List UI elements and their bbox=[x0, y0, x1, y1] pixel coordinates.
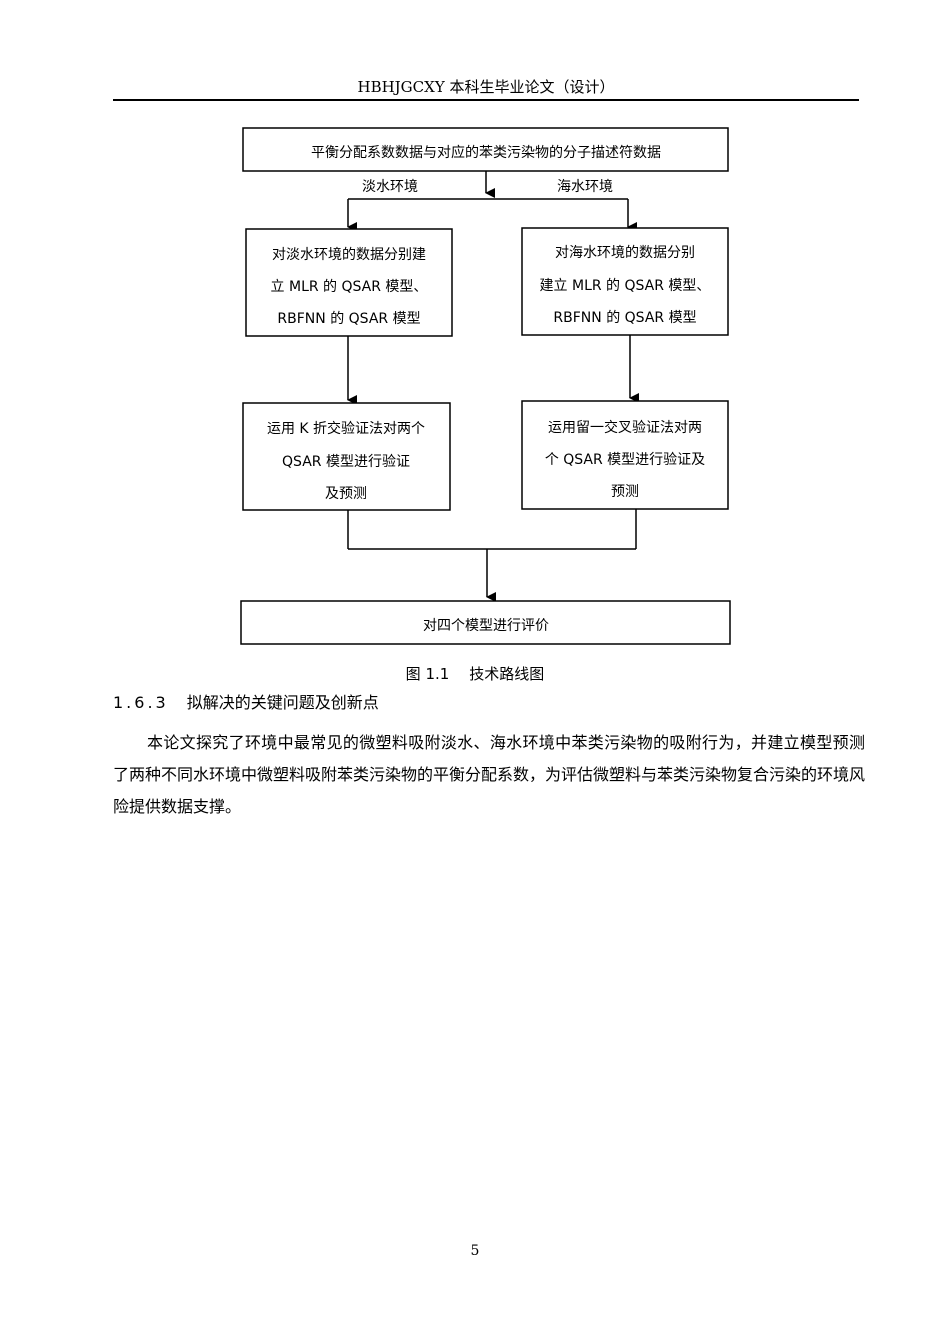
flow-box-loo-validation-line-2: 个 QSAR 模型进行验证及 bbox=[545, 452, 705, 468]
flow-box-loo-validation-line-3: 预测 bbox=[611, 484, 639, 500]
page-header: HBHJGCXY 本科生毕业论文（设计） bbox=[357, 78, 615, 96]
flow-box-seawater-models-line-1: 对海水环境的数据分别 bbox=[555, 245, 695, 261]
branch-label-freshwater: 淡水环境 bbox=[362, 179, 418, 195]
flow-box-freshwater-models-line-2: 立 MLR 的 QSAR 模型、 bbox=[271, 279, 428, 295]
section-heading: 1.6.3 拟解决的关键问题及创新点 bbox=[113, 689, 379, 713]
flow-box-freshwater-models-line-1: 对淡水环境的数据分别建 bbox=[272, 247, 426, 263]
figure-caption: 图 1.1 技术路线图 bbox=[0, 663, 950, 684]
flow-box-kfold-validation bbox=[242, 402, 451, 511]
body-paragraph: 本论文探究了环境中最常见的微塑料吸附淡水、海水环境中苯类污染物的吸附行为，并建立… bbox=[113, 733, 866, 816]
flow-box-seawater-models-line-3: RBFNN 的 QSAR 模型 bbox=[553, 310, 696, 326]
section-title: 拟解决的关键问题及创新点 bbox=[186, 693, 379, 712]
technical-route-flowchart: 平衡分配系数数据与对应的苯类污染物的分子描述符数据 淡水环境 海水环境 对淡水环… bbox=[240, 127, 731, 645]
flow-box-freshwater-models-line-3: RBFNN 的 QSAR 模型 bbox=[277, 311, 420, 327]
flow-box-model-evaluation bbox=[240, 600, 731, 645]
flow-box-kfold-validation-line-3: 及预测 bbox=[325, 486, 367, 502]
flow-box-loo-validation-line-1: 运用留一交叉验证法对两 bbox=[548, 419, 702, 436]
flow-box-model-evaluation-text: 对四个模型进行评价 bbox=[423, 618, 549, 634]
flow-box-seawater-models bbox=[521, 227, 729, 336]
flow-box-source-data-text: 平衡分配系数数据与对应的苯类污染物的分子描述符数据 bbox=[311, 144, 661, 161]
branch-label-seawater: 海水环境 bbox=[557, 179, 613, 195]
flow-box-source-data bbox=[242, 127, 729, 172]
flow-box-kfold-validation-line-1: 运用 K 折交验证法对两个 bbox=[267, 420, 425, 437]
figure-number: 图 1.1 bbox=[405, 665, 450, 683]
page-number: 5 bbox=[470, 1243, 480, 1259]
figure-title: 技术路线图 bbox=[469, 665, 545, 683]
flow-box-loo-validation bbox=[521, 400, 729, 510]
flow-box-kfold-validation-line-2: QSAR 模型进行验证 bbox=[282, 454, 410, 470]
section-number: 1.6.3 bbox=[113, 693, 169, 712]
flow-box-seawater-models-line-2: 建立 MLR 的 QSAR 模型、 bbox=[540, 278, 711, 294]
flow-box-freshwater-models bbox=[245, 228, 453, 337]
header-rule bbox=[113, 99, 859, 101]
